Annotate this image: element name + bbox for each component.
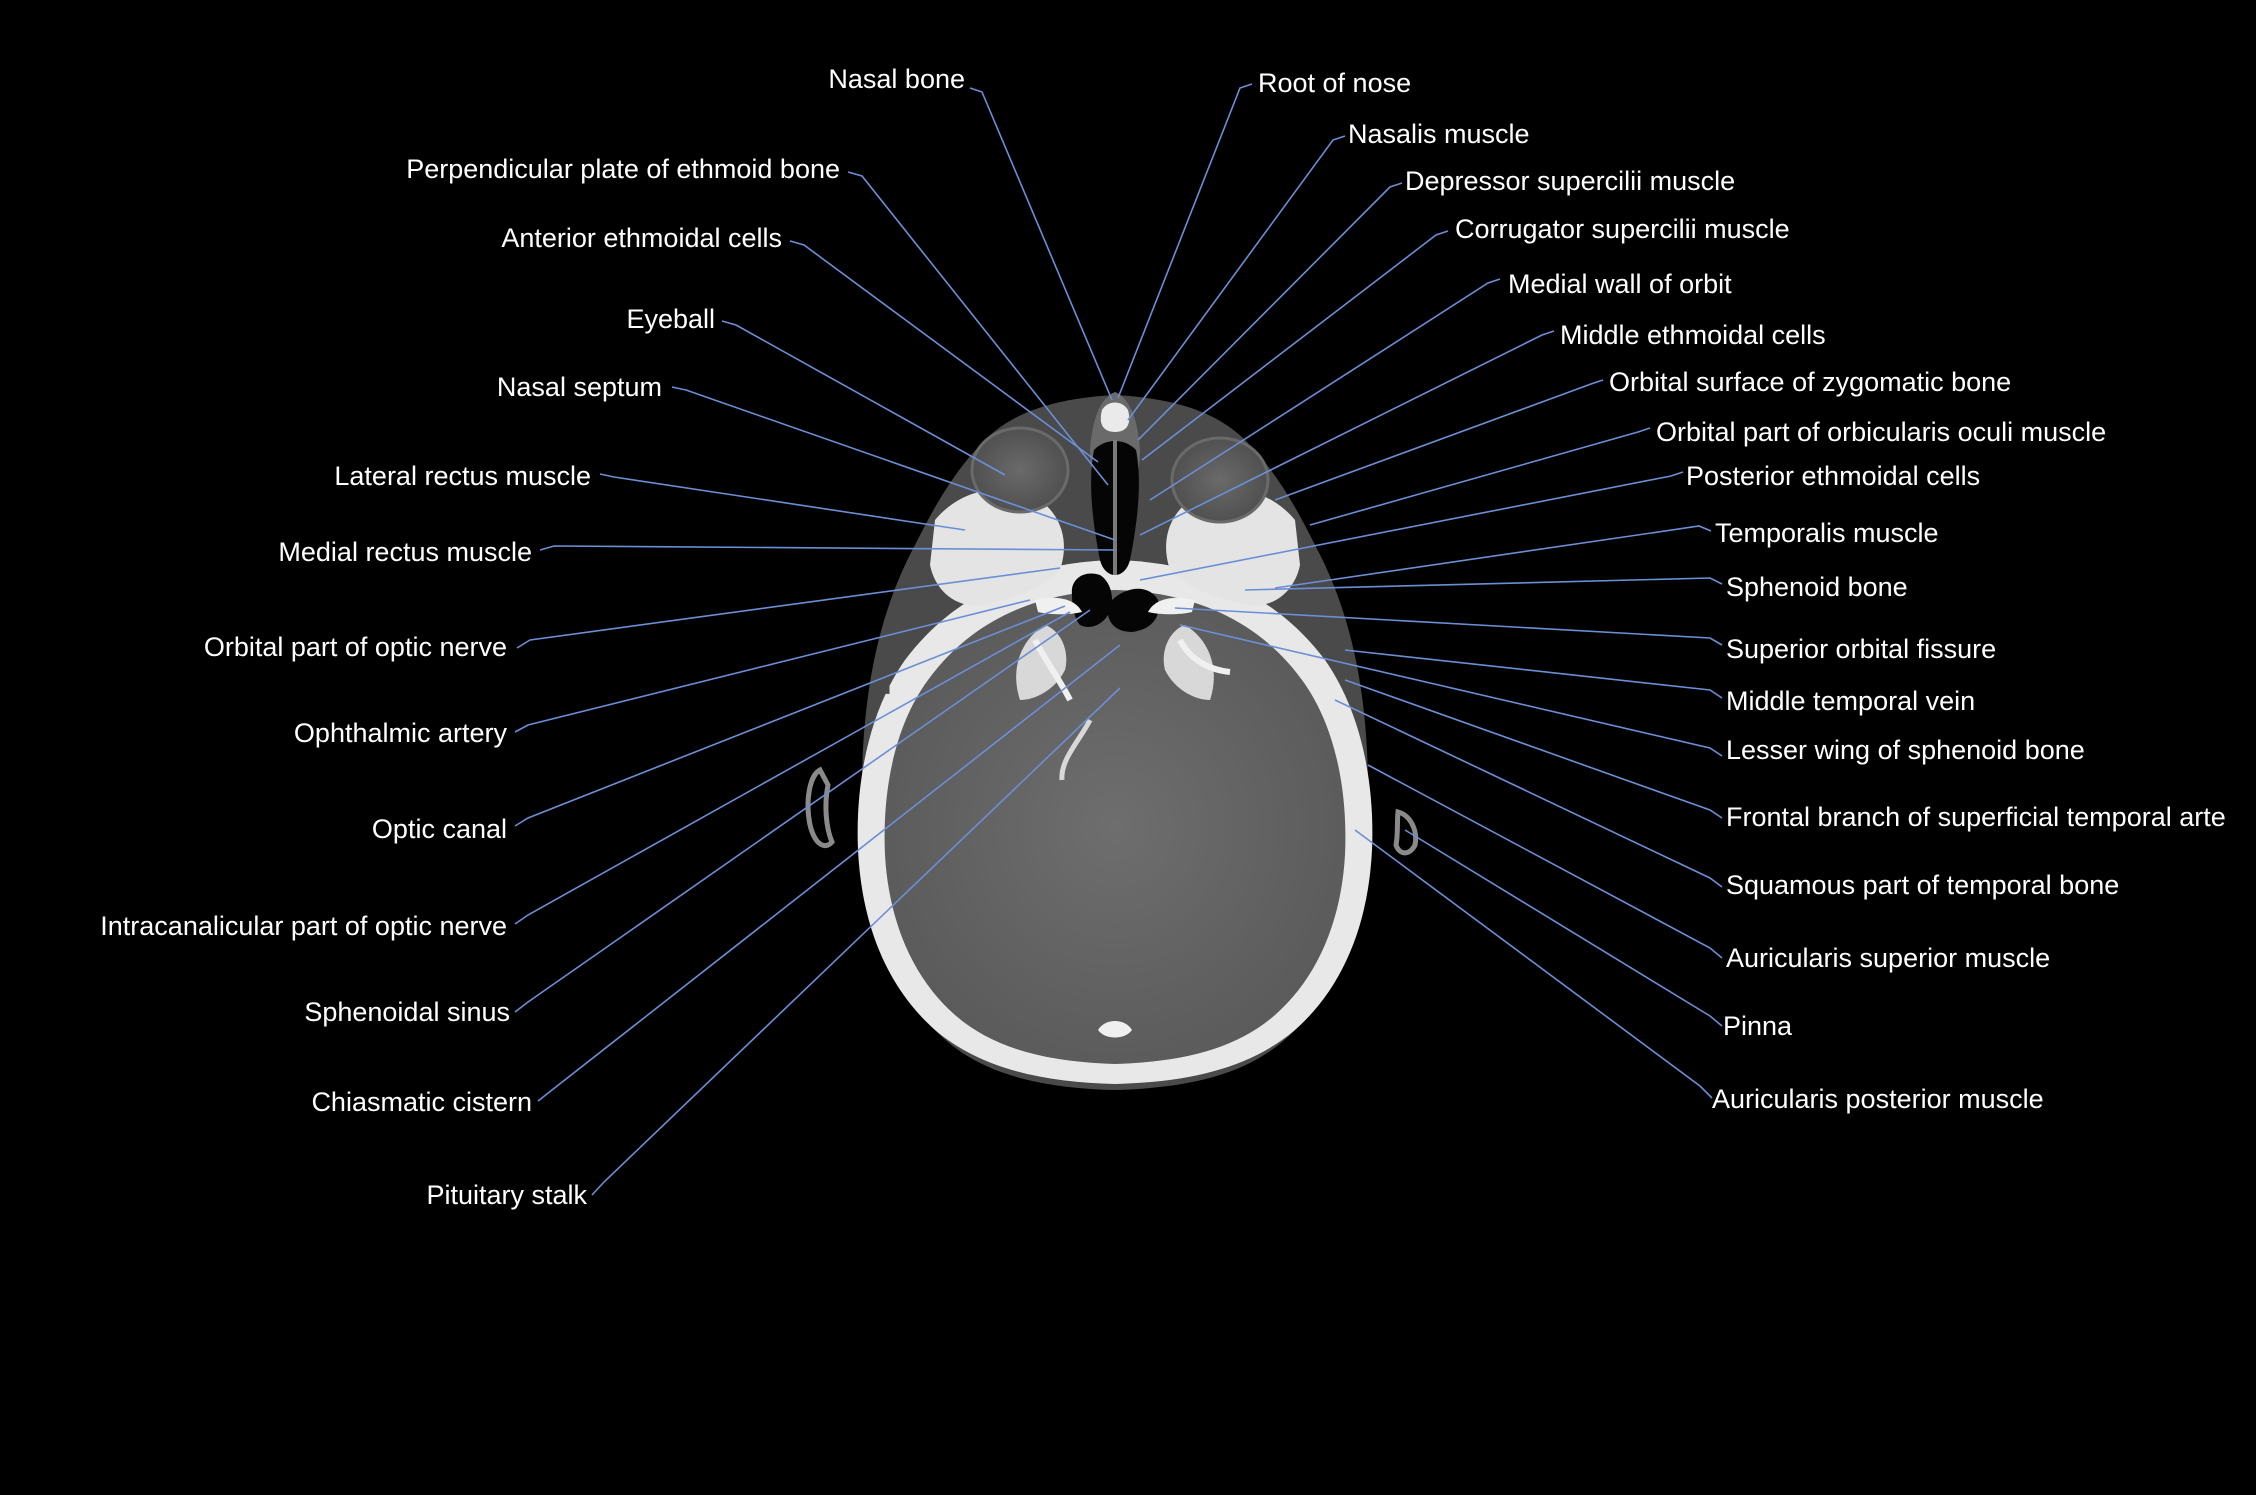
labels-left: Nasal bone Perpendicular plate of ethmoi… (100, 64, 965, 1210)
label-medial-rectus: Medial rectus muscle (278, 537, 532, 567)
leader-middle-ethmoidal (1139, 330, 1555, 536)
leader-superior-orbital-fissure (1174, 607, 1723, 646)
leader-nasalis-muscle (1127, 135, 1346, 421)
leader-zygomatic-surface (1274, 379, 1604, 501)
label-pituitary-stalk: Pituitary stalk (426, 1180, 587, 1210)
anterior-clinoid-left (1035, 597, 1082, 615)
vessel-midline (1059, 718, 1093, 781)
leader-auricularis-superior (1367, 764, 1723, 959)
middle-fossa-right (1163, 625, 1214, 700)
label-nasal-bone: Nasal bone (828, 64, 965, 94)
anterior-clinoid-right (1148, 597, 1195, 615)
label-eyeball: Eyeball (626, 304, 715, 334)
sphenoid-sinus-air (1071, 573, 1159, 632)
leader-frontal-branch (1344, 679, 1723, 819)
label-perpendicular-plate: Perpendicular plate of ethmoid bone (406, 154, 840, 184)
leader-middle-temporal-vein (1344, 649, 1723, 699)
label-optic-canal: Optic canal (372, 814, 507, 844)
leader-medial-rectus (539, 545, 1116, 551)
label-intracanalicular: Intracanalicular part of optic nerve (100, 911, 507, 941)
label-sphenoidal-sinus: Sphenoidal sinus (304, 997, 510, 1027)
occipital-protuberance (1098, 1021, 1132, 1038)
label-superior-orbital-fissure: Superior orbital fissure (1726, 634, 1996, 664)
leader-orbital-optic-nerve (516, 567, 1061, 649)
leader-optic-canal (514, 605, 1066, 827)
brain-parenchyma (884, 590, 1346, 1064)
label-lesser-wing: Lesser wing of sphenoid bone (1726, 735, 2085, 765)
label-ophthalmic-artery: Ophthalmic artery (294, 718, 508, 748)
leader-lateral-rectus (599, 473, 966, 531)
leader-intracanalicular (514, 611, 1071, 925)
label-medial-wall-orbit: Medial wall of orbit (1508, 269, 1732, 299)
label-root-of-nose: Root of nose (1258, 68, 1411, 98)
leader-squamous-temporal (1334, 699, 1723, 888)
leader-lines-left (514, 87, 1121, 1196)
leader-eyeball (721, 320, 1006, 476)
label-anterior-ethmoidal-cells: Anterior ethmoidal cells (501, 223, 782, 253)
leader-chiasmatic-cistern (537, 644, 1121, 1102)
label-depressor-supercilii: Depressor supercilii muscle (1405, 166, 1735, 196)
label-zygomatic-surface: Orbital surface of zygomatic bone (1609, 367, 2011, 397)
leader-ophthalmic-artery (514, 599, 1031, 733)
label-lateral-rectus: Lateral rectus muscle (334, 461, 591, 491)
labels-right: Root of nose Nasalis muscle Depressor su… (1258, 68, 2226, 1114)
ear-right (1393, 808, 1419, 856)
leader-medial-wall-orbit (1149, 278, 1501, 501)
leader-auricularis-posterior (1354, 829, 1713, 1099)
eyeball-right (1170, 436, 1270, 524)
label-middle-temporal-vein: Middle temporal vein (1726, 686, 1975, 716)
leader-anterior-ethmoidal-cells (789, 240, 1099, 463)
orbital-roof-left (930, 489, 1064, 606)
label-frontal-branch: Frontal branch of superficial temporal a… (1726, 802, 2226, 832)
label-pinna: Pinna (1723, 1011, 1793, 1041)
label-nasalis-muscle: Nasalis muscle (1348, 119, 1530, 149)
label-orbital-optic-nerve: Orbital part of optic nerve (204, 632, 507, 662)
leader-sphenoid-bone (1244, 577, 1723, 591)
leader-depressor-supercilii (1137, 182, 1403, 441)
label-chiasmatic-cistern: Chiasmatic cistern (311, 1087, 532, 1117)
leader-temporalis (1274, 525, 1712, 589)
leader-nasal-septum (671, 386, 1116, 541)
leader-sphenoidal-sinus (514, 609, 1091, 1013)
leader-pituitary-stalk (591, 687, 1121, 1196)
label-middle-ethmoidal: Middle ethmoidal cells (1560, 320, 1826, 350)
label-sphenoid-bone: Sphenoid bone (1726, 572, 1908, 602)
leader-root-of-nose (1117, 83, 1253, 399)
ear-left (805, 766, 835, 849)
label-nasal-septum: Nasal septum (497, 372, 662, 402)
leader-lesser-wing (1179, 624, 1723, 757)
label-squamous-temporal: Squamous part of temporal bone (1726, 870, 2119, 900)
label-orbicularis-oculi: Orbital part of orbicularis oculi muscle (1656, 417, 2106, 447)
vessel-right (1177, 638, 1231, 675)
leader-nasal-bone (969, 87, 1113, 401)
leader-pinna (1404, 829, 1723, 1027)
eyeball-left (970, 426, 1070, 514)
label-corrugator-supercilii: Corrugator supercilii muscle (1455, 214, 1790, 244)
ct-scan-image (805, 392, 1419, 1090)
label-temporalis: Temporalis muscle (1715, 518, 1939, 548)
leader-corrugator-supercilii (1141, 230, 1449, 461)
label-auricularis-posterior: Auricularis posterior muscle (1712, 1084, 2044, 1114)
label-auricularis-superior: Auricularis superior muscle (1726, 943, 2050, 973)
nasal-bone (1100, 402, 1130, 432)
leader-orbicularis-oculi (1309, 427, 1651, 526)
leader-posterior-ethmoidal (1139, 471, 1684, 581)
leader-lines-right (1117, 83, 1723, 1099)
label-posterior-ethmoidal: Posterior ethmoidal cells (1686, 461, 1980, 491)
leader-perpendicular-plate (847, 171, 1109, 486)
middle-fossa-left (1016, 625, 1067, 700)
